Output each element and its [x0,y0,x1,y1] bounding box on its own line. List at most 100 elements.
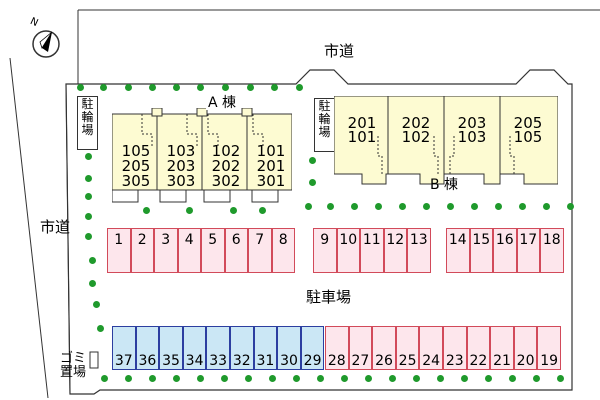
building-a-unit: 302 [211,172,241,190]
parking-stall-blue: 35 [159,326,183,370]
tree-dot [268,374,276,382]
parking-stall: 12 [383,228,407,273]
parking-stall: 7 [248,228,272,273]
building-a-unit: 303 [166,172,196,190]
tree-dot [84,232,92,240]
tree-dot [412,374,420,382]
building-a-unit: 202 [211,157,241,175]
tree-dot [172,374,180,382]
tree-dot [388,374,396,382]
parking-stall: 22 [466,326,491,370]
tree-dot [340,374,348,382]
parking-stall: 9 [313,228,337,273]
parking-stall-blue: 29 [300,326,325,370]
building-b-unit: 203 [457,114,487,132]
parking-stall: 14 [446,228,470,273]
building-b-unit: 205 [513,114,543,132]
tree-dot [229,206,237,214]
tree-dot [148,83,156,91]
building-b-unit: 103 [457,128,487,146]
tree-dot [96,324,104,332]
parking-stall: 27 [348,326,373,370]
parking-stall: 1 [107,228,131,273]
tree-dot [84,212,92,220]
tree-dot [350,202,358,210]
parking-stall-blue: 34 [182,326,207,370]
tree-dot [196,83,204,91]
building-a-unit: 201 [256,157,286,175]
bike-parking-left: 駐 輪 場 [77,96,98,150]
tree-dot [258,206,266,214]
tree-dot [295,83,303,91]
bike-parking-right: 駐 輪 場 [314,98,335,152]
parking-stall-blue: 31 [253,326,278,370]
road-top-label: 市道 [324,42,355,60]
parking-stall: 21 [490,326,514,370]
parking-stall-blue: 33 [206,326,230,370]
parking-stall: 20 [513,326,538,370]
parking-stall: 15 [469,228,493,273]
tree-dot [460,374,468,382]
tree-dot [304,202,312,210]
tree-dot [308,178,316,186]
parking-stall: 16 [493,228,517,273]
tree-dot [84,152,92,160]
tree-dot [518,202,526,210]
building-a-unit: 102 [211,142,241,160]
parking-stall: 8 [271,228,295,273]
tree-dot [220,374,228,382]
building-a [112,108,292,203]
building-a-unit: 301 [256,172,286,190]
building-b [334,96,558,196]
tree-dot [88,256,96,264]
parking-stall: 26 [372,326,396,370]
parking-stall: 13 [407,228,431,273]
tree-dot [84,192,92,200]
tree-dot [99,83,107,91]
parking-stall-blue: 30 [277,326,301,370]
tree-dot [364,374,372,382]
tree-dot [508,374,516,382]
tree-dot [148,374,156,382]
tree-dot [292,374,300,382]
tree-dot [244,374,252,382]
tree-dot [76,83,84,91]
building-a-unit: 205 [121,157,151,175]
tree-dot [124,374,132,382]
tree-dot [470,202,478,210]
tree-dot [532,374,540,382]
parking-stall: 18 [540,228,564,273]
bike-parking-left-label: 駐 輪 場 [81,97,94,137]
tree-dot [246,83,254,91]
tree-dot [494,202,502,210]
bike-parking-right-label: 駐 輪 場 [318,99,331,139]
building-a-unit: 203 [166,157,196,175]
tree-dot [446,202,454,210]
building-a-unit: 105 [121,142,151,160]
building-a-unit: 101 [256,142,286,160]
parking-stall: 5 [201,228,225,273]
parking-stall-blue: 32 [230,326,254,370]
parking-stall: 6 [224,228,248,273]
building-a-unit: 103 [166,142,196,160]
garbage-label: ゴミ 置場 [60,351,87,380]
tree-dot [221,83,229,91]
parking-stall: 28 [325,326,349,370]
tree-dot [92,300,100,308]
parking-stall-blue: 37 [112,326,136,370]
building-b-unit: 105 [513,128,543,146]
tree-dot [84,174,92,182]
building-b-label: B 棟 [430,177,459,193]
parking-label: 駐車場 [306,288,352,306]
building-a-unit: 305 [121,172,151,190]
tree-dot [542,202,550,210]
parking-stall: 3 [154,228,178,273]
tree-dot [88,279,96,287]
parking-stall: 2 [130,228,154,273]
tree-dot [316,374,324,382]
tree-dot [436,374,444,382]
tree-dot [398,202,406,210]
tree-dot [185,206,193,214]
